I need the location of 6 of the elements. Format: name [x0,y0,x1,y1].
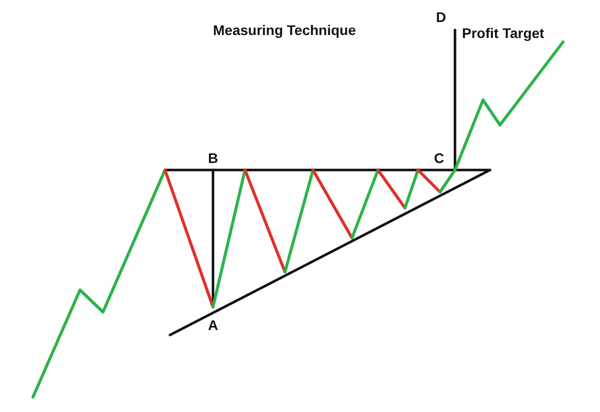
point-label: A [208,318,218,332]
point-label: C [434,151,444,165]
point-label: D [436,10,446,24]
target-label: Profit Target [462,26,544,40]
point-label: B [208,151,218,165]
diagram-title: Measuring Technique [213,23,356,37]
